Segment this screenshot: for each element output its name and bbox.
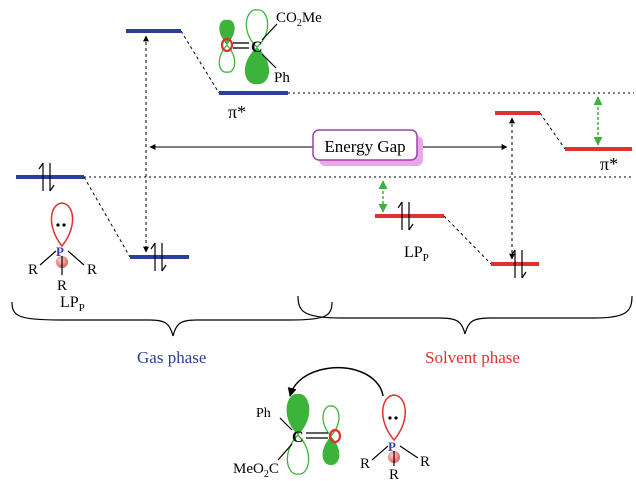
gas-lp-label: LPP xyxy=(60,294,85,314)
energy-gap-box: Energy Gap xyxy=(312,129,423,166)
bottom-r-bottom: R xyxy=(389,467,399,481)
bottom-ph-label: Ph xyxy=(256,406,271,421)
top-co2me-label: CO2Me xyxy=(276,10,322,29)
bottom-p-label: P xyxy=(388,439,396,454)
bottom-r-right: R xyxy=(420,454,430,470)
solvent-phase-label: Solvent phase xyxy=(425,348,520,367)
solvent-phase-connectors xyxy=(443,112,566,265)
top-pi-star-orbital: C CO2Me Ph xyxy=(218,9,322,86)
gas-phase-connectors xyxy=(83,30,220,258)
gas-r-right: R xyxy=(87,262,97,278)
solvent-pi-star-label: π* xyxy=(600,154,618,174)
solvent-shift-arrows xyxy=(378,96,603,213)
gas-r-left: R xyxy=(28,262,38,278)
top-ph-label: Ph xyxy=(274,70,290,86)
gas-pi-star-label: π* xyxy=(228,102,246,122)
gas-phosphine-lone-pair: P R R R xyxy=(28,202,97,294)
bottom-meo2c-label: MeO2C xyxy=(233,461,279,480)
bottom-interaction-scheme: C Ph MeO2C P R R R xyxy=(233,366,430,481)
bottom-carbon-label: C xyxy=(292,429,304,446)
top-carbon-label: C xyxy=(251,39,263,56)
gas-r-bottom: R xyxy=(57,278,67,294)
gas-lp-electrons xyxy=(38,162,55,192)
solvent-phase-brace xyxy=(297,295,633,335)
bottom-r-left: R xyxy=(360,456,370,472)
gas-p-label: P xyxy=(56,244,64,259)
gas-phase-brace xyxy=(11,301,333,337)
reference-lines xyxy=(84,92,634,178)
solvent-lp-label: LPP xyxy=(404,244,429,264)
solvent-lp-electrons xyxy=(397,201,414,231)
solvent-bonding-electrons xyxy=(510,249,527,279)
energy-gap-label: Energy Gap xyxy=(324,137,405,156)
gas-phase-label: Gas phase xyxy=(137,348,206,367)
donation-curved-arrow xyxy=(287,366,384,397)
gas-bonding-electrons xyxy=(150,242,167,272)
